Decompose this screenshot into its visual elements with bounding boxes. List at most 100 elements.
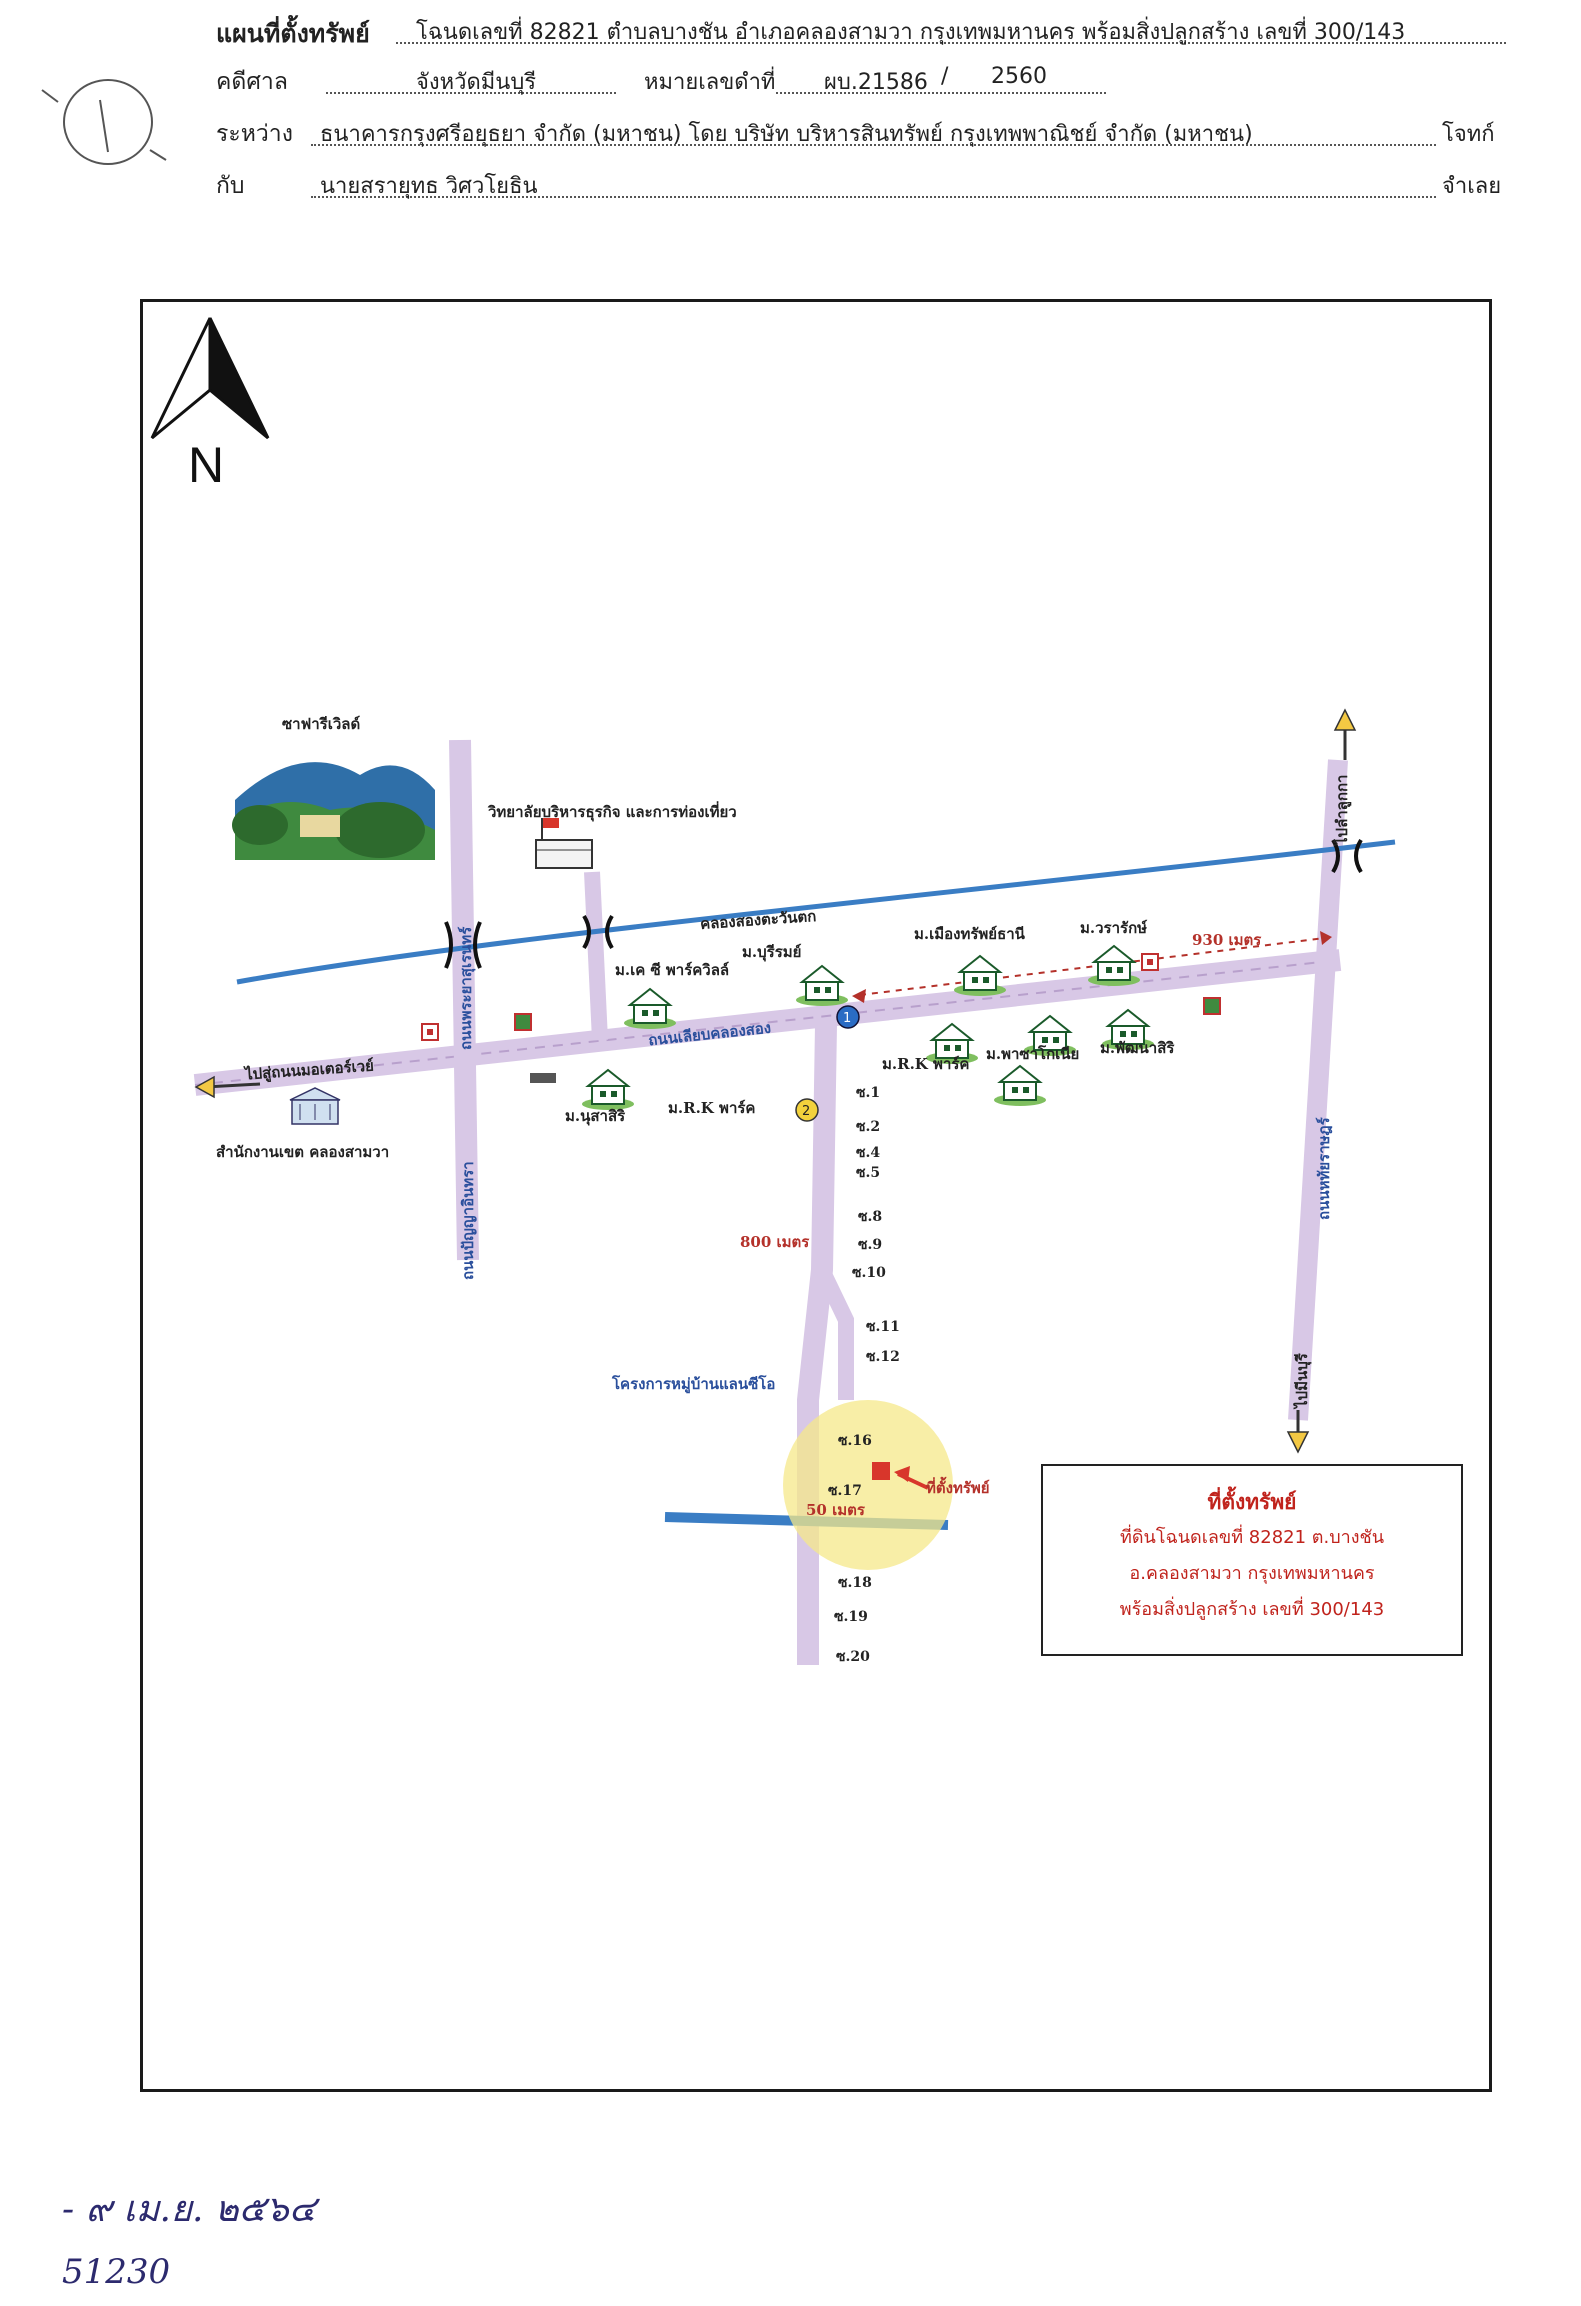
safari-world-image — [232, 745, 435, 860]
header-row-court: คดีศาล จังหวัดมีนบุรี หมายเลขดำที่ ผบ.21… — [216, 64, 1506, 104]
arrow-to-lamlukka-icon — [1333, 708, 1357, 760]
district-office-label: สำนักงานเขต คลองสามวา — [216, 1143, 390, 1161]
house-icon — [624, 987, 676, 1029]
distance-930-label: 930 เมตร — [1192, 931, 1262, 949]
map-frame — [140, 299, 1492, 2092]
legend-box: ที่ตั้งทรัพย์ ที่ดินโฉนดเลขที่ 82821 ต.บ… — [1041, 1464, 1463, 1656]
left-road — [449, 739, 479, 1261]
header-defendant-value: นายสรายุทธ วิศวโยธิน — [320, 174, 538, 199]
village-label-rk-south: ม.R.K พาร์ค — [668, 1099, 756, 1117]
college-label: วิทยาลัยบริหารธุรกิจ และการท่องเที่ยว — [488, 803, 737, 821]
right-road — [1288, 759, 1348, 1421]
header-case-year: 2560 — [991, 64, 1047, 89]
soi-label: ซ.17 — [828, 1483, 862, 1499]
soi-label: ซ.18 — [838, 1575, 872, 1591]
header-plaintiff-role: โจทก์ — [1442, 122, 1495, 147]
college-road — [584, 871, 608, 1041]
college-building-icon — [535, 818, 593, 869]
svg-text:2: 2 — [802, 1104, 810, 1119]
header-dotted-line — [326, 92, 616, 94]
house-icon — [954, 954, 1006, 996]
house-icon — [1102, 1008, 1154, 1050]
left-road-label-upper: ถนนพระยาสุเรนทร์ — [457, 926, 475, 1050]
house-icon — [926, 1022, 978, 1064]
left-road-label: ถนนปัญญาอินทรา — [459, 1161, 477, 1280]
header-row-defendant: กับ นายสรายุทธ วิศวโยธิน จำเลย — [216, 168, 1506, 208]
bridge-icon-left — [444, 921, 482, 969]
soi-label: ซ.2 — [856, 1119, 881, 1135]
north-arrow-icon — [150, 317, 270, 440]
bridge-icon-middle — [582, 914, 614, 950]
village-label-rk-north: ม.R.K พาร์ค — [882, 1055, 970, 1073]
legend-line-3: พร้อมสิ่งปลูกสร้าง เลขที่ 300/143 — [1119, 1599, 1385, 1620]
village-label-pattanasiri: ม.พัฒนาสิริ — [1100, 1039, 1175, 1057]
distance-800-label: 800 เมตร — [740, 1233, 810, 1251]
header-property-value: โฉนดเลขที่ 82821 ตำบลบางชัน อำเภอคลองสาม… — [416, 20, 1406, 45]
soi-label: ซ.16 — [838, 1433, 872, 1449]
distance-50-label: 50 เมตร — [806, 1501, 865, 1519]
village-label-kc: ม.เค ซี พาร์ควิลล์ — [615, 961, 730, 979]
bus-stop-icon — [530, 1073, 556, 1083]
soi-label: ซ.10 — [852, 1265, 886, 1281]
house-icon — [1024, 1014, 1076, 1056]
arrow-to-motorway-icon — [194, 1075, 261, 1099]
village-label-muangsap: ม.เมืองทรัพย์ธานี — [914, 925, 1025, 943]
project-label: โครงการหมู่บ้านแลนซีโอ — [612, 1375, 776, 1393]
handwritten-circle-mark — [41, 79, 167, 165]
header-case-slash: / — [941, 64, 949, 89]
arrow-to-minburi-icon — [1286, 1410, 1310, 1454]
village-label-nusasiri: ม.นุสาสิริ — [565, 1107, 626, 1125]
property-highlight — [783, 1400, 953, 1570]
property-pointer-label: ที่ตั้งทรัพย์ — [926, 1479, 990, 1497]
header-row-property: แผนที่ตั้งทรัพย์ โฉนดเลขที่ 82821 ตำบลบา… — [216, 14, 1506, 54]
village-label-wararak: ม.วรารักษ์ — [1080, 919, 1148, 937]
north-label: N — [188, 437, 224, 493]
marker-1-icon: 1 — [836, 1005, 860, 1029]
header-case-label: หมายเลขดำที่ — [644, 70, 776, 95]
distance-arrow-930 — [852, 931, 1332, 1003]
header-dotted-line — [396, 42, 1506, 44]
soi-label: ซ.9 — [858, 1237, 883, 1253]
canal — [236, 839, 1396, 985]
soi-label: ซ.1 — [856, 1085, 881, 1101]
header-dotted-line — [776, 92, 1106, 94]
shop-icon — [514, 1013, 532, 1031]
to-lamlukka-label: ไปลำลูกกา — [1333, 774, 1351, 845]
header-label-court: คดีศาล — [216, 69, 288, 95]
house-icon — [796, 964, 848, 1006]
header-defendant-role: จำเลย — [1442, 174, 1502, 199]
village-house-icons — [582, 944, 1154, 1110]
legend-line-1: ที่ดินโฉนดเลขที่ 82821 ต.บางชัน — [1119, 1527, 1385, 1548]
property-marker — [872, 1462, 890, 1480]
header-dotted-line — [311, 196, 1436, 198]
soi-label: ซ.4 — [856, 1145, 881, 1161]
header-plaintiff-value: ธนาคารกรุงศรีอยุธยา จำกัด (มหาชน) โดย บร… — [320, 122, 1253, 147]
to-minburi-label: ไปมีนบุรี — [1293, 1353, 1311, 1408]
safari-world-label: ซาฟารีเวิลด์ — [282, 715, 361, 733]
right-road-label: ถนนหทัยราษฎร์ — [1315, 1117, 1333, 1220]
header-dotted-line — [311, 144, 1436, 146]
marker-2-icon: 2 — [795, 1098, 819, 1122]
soi-label: ซ.11 — [866, 1319, 900, 1335]
header-label-between: ระหว่าง — [216, 121, 293, 147]
soi-label: ซ.8 — [858, 1209, 883, 1225]
shop-icon — [1141, 953, 1159, 971]
legend-line-2: อ.คลองสามวา กรุงเทพมหานคร — [1129, 1563, 1375, 1584]
header-label-with: กับ — [216, 173, 245, 199]
handwritten-date: - ๙ เม.ย. ๒๕๖๔ — [62, 2189, 316, 2230]
shop-icon — [421, 1023, 439, 1041]
house-icon — [582, 1068, 634, 1110]
village-label-patagonia: ม.พาซาโกเนีย — [986, 1045, 1080, 1063]
house-icon — [1088, 944, 1140, 986]
soi-label: ซ.12 — [866, 1349, 900, 1365]
soi-label: ซ.5 — [856, 1165, 881, 1181]
bridge-icon-right — [1331, 838, 1363, 874]
header-case-number: ผบ.21586 — [824, 70, 928, 95]
shop-icon — [1203, 997, 1221, 1015]
house-icon — [994, 1064, 1046, 1106]
header-label-property: แผนที่ตั้งทรัพย์ — [216, 19, 370, 48]
district-office-icon — [289, 1087, 341, 1125]
svg-text:1: 1 — [843, 1011, 851, 1026]
soi-label: ซ.20 — [836, 1649, 870, 1665]
